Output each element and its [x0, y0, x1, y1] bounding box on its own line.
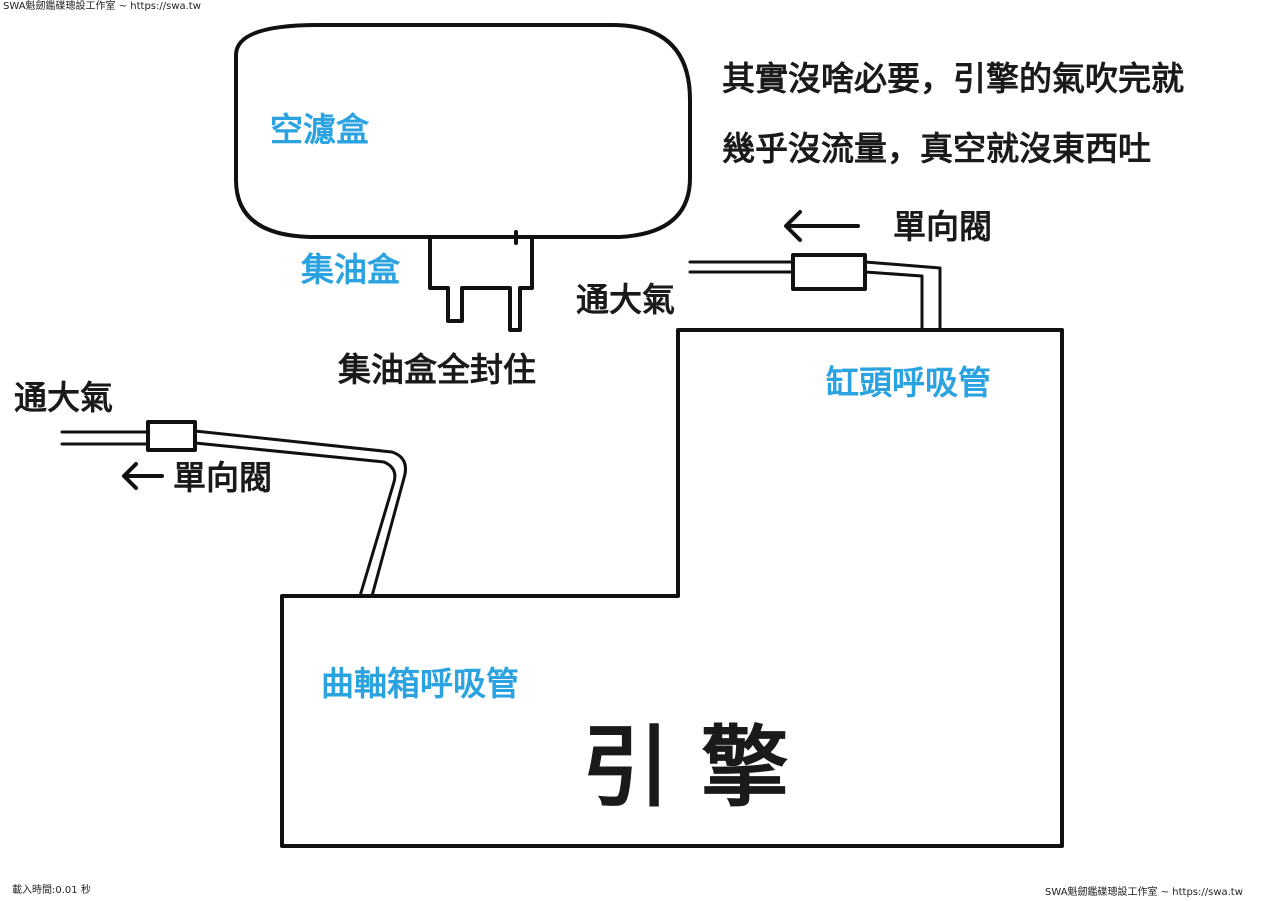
note-line-2: 幾乎沒流量，真空就沒東西吐 — [722, 129, 1151, 168]
arrow-left-bottom-icon — [122, 462, 164, 490]
air-filter-label: 空濾盒 — [270, 110, 369, 149]
oil-catch-label: 集油盒 — [301, 250, 400, 289]
oil-catch-can — [428, 235, 534, 332]
crankcase-breather-hose — [60, 429, 407, 598]
arrow-left-top-icon — [784, 210, 860, 242]
vent-left-label: 通大氣 — [14, 378, 113, 417]
vent-right-label: 通大氣 — [576, 280, 675, 319]
watermark-bottom-left: 載入時間:0.01 秒 — [12, 885, 91, 896]
air-filter-box — [234, 23, 692, 239]
engine-outline — [280, 328, 1064, 848]
head-breather-label: 缸頭呼吸管 — [826, 363, 991, 402]
engine-label: 引 擎 — [582, 716, 789, 819]
oil-catch-sealed-label: 集油盒全封住 — [338, 350, 536, 389]
watermark-bottom-right: SWA魁劒鑑碟璁設工作室 ~ https://swa.tw — [1045, 887, 1243, 898]
note-line-1: 其實沒啥必要，引擎的氣吹完就 — [722, 59, 1184, 98]
check-valve-right — [791, 253, 867, 291]
check-valve-left-label: 單向閥 — [173, 458, 272, 497]
check-valve-right-label: 單向閥 — [893, 207, 992, 246]
head-breather-hose — [688, 260, 942, 332]
check-valve-left — [146, 420, 197, 452]
watermark-top: SWA魁劒鑑碟璁設工作室 ~ https://swa.tw — [3, 1, 201, 12]
crankcase-breather-label: 曲軸箱呼吸管 — [321, 664, 519, 703]
